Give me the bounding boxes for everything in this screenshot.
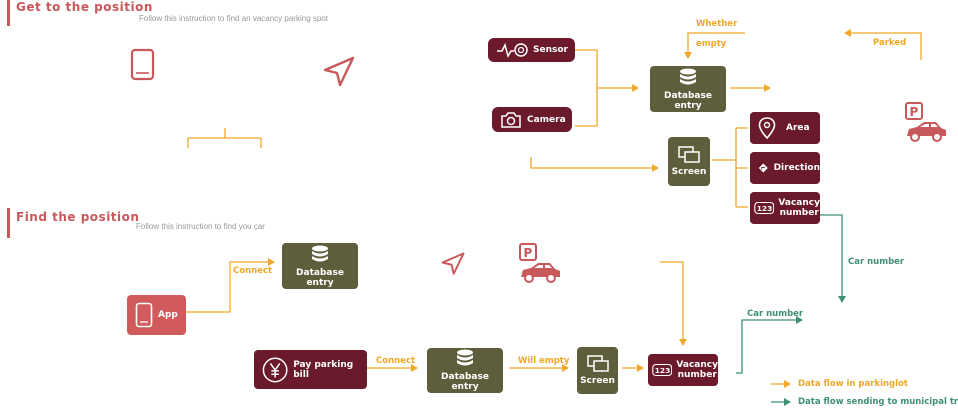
vacancy-top-label-line2: number — [779, 208, 819, 218]
direction-sign-icon — [758, 163, 768, 173]
edge-label-parked: Parked — [873, 38, 907, 48]
section-find-subtitle: Follow this instruction to find you car — [136, 222, 265, 231]
database-entry-find-node: Database entry — [282, 243, 358, 289]
edge-down-vacancy — [660, 261, 687, 346]
app-label: App — [158, 310, 178, 320]
section-get-accent-bar — [7, 0, 10, 26]
database-entry-top-label: Database entry — [664, 90, 712, 111]
vacancy-top-label-line1: Vacancy — [778, 198, 820, 208]
edge-vacancy-carnumber-bottom — [736, 316, 803, 374]
direction-label: Direction — [773, 163, 820, 173]
number-icon: 123 — [754, 201, 775, 215]
vacancy-number-bottom-node: 123 Vacancy number — [648, 354, 718, 386]
edge-label-whether: Whether — [696, 19, 738, 29]
area-node: Area — [750, 112, 820, 144]
edge-label-empty: empty — [696, 39, 727, 49]
edge-label-car-number-bottom: Car number — [747, 309, 804, 319]
edge-whether-empty — [684, 32, 745, 59]
edge-sensor-db — [575, 49, 598, 127]
sensor-label: Sensor — [533, 45, 568, 55]
pay-parking-bill-label: Pay parking bill — [293, 359, 354, 380]
svg-text:P: P — [910, 105, 919, 119]
number-icon: 123 — [652, 363, 673, 377]
section-find-accent-bar — [7, 208, 10, 238]
edge-label-connect-app: Connect — [233, 266, 273, 276]
section-get-subtitle: Follow this instruction to find an vacan… — [139, 14, 328, 23]
edge-screen-bracket — [735, 127, 748, 208]
database-entry-find-label: Database entry — [296, 267, 344, 288]
pay-parking-bill-node: Pay parking bill — [254, 350, 367, 389]
edge-label-car-number-right: Car number — [848, 257, 905, 267]
database-entry-bottom-label: Database entry — [441, 372, 489, 392]
camera-node: Camera — [492, 107, 572, 132]
svg-text:P: P — [524, 246, 533, 260]
screen-top-label: Screen — [671, 167, 707, 177]
app-node: App — [127, 295, 186, 335]
parking-car-icon: P — [905, 102, 946, 142]
camera-icon — [501, 111, 521, 128]
area-label: Area — [786, 123, 810, 133]
yen-icon — [262, 357, 288, 382]
screen-icon — [678, 146, 700, 163]
tablet-icon — [135, 302, 153, 328]
edge-label-will-empty: Will empty — [518, 356, 570, 366]
sensor-node: Sensor — [488, 38, 575, 62]
edge-to-screen-top — [530, 157, 659, 172]
edge-vacancy-carnumber-right — [820, 214, 846, 303]
screen-bottom-label: Screen — [580, 376, 615, 386]
screen-bottom-node: Screen — [577, 347, 618, 394]
vacancy-bottom-label-line1: Vacancy — [676, 360, 718, 370]
tablet-icon — [130, 48, 155, 81]
legend-parkinglot: Data flow in parkinglot — [798, 379, 908, 389]
section-get-title: Get to the position — [16, 0, 153, 14]
section-find-title: Find the position — [16, 210, 140, 224]
navigation-arrow-icon — [441, 252, 465, 275]
edge-app-db — [186, 258, 275, 313]
database-icon — [680, 68, 696, 84]
svg-text:123: 123 — [655, 366, 671, 375]
database-entry-bottom-node: Database entry — [427, 348, 503, 393]
database-icon — [457, 349, 473, 366]
vacancy-number-top-node: 123 Vacancy number — [750, 192, 820, 224]
database-entry-top-node: Database entry — [650, 66, 726, 112]
screen-icon — [586, 355, 609, 372]
screen-top-node: Screen — [668, 137, 710, 186]
sensor-icon — [497, 42, 528, 58]
camera-label: Camera — [527, 114, 566, 125]
legend-municipal: Data flow sending to municipal traffic — [798, 397, 958, 407]
edge-label-connect-pay: Connect — [376, 356, 416, 366]
database-icon — [312, 245, 328, 261]
vacancy-bottom-label-line2: number — [677, 370, 717, 380]
svg-text:123: 123 — [757, 204, 773, 213]
direction-node: Direction — [750, 152, 820, 184]
map-pin-icon — [758, 117, 776, 139]
parking-car-icon: P — [519, 243, 560, 283]
navigation-arrow-icon — [323, 56, 355, 87]
edge-parked — [844, 29, 922, 60]
bracket-top-left — [187, 128, 262, 148]
